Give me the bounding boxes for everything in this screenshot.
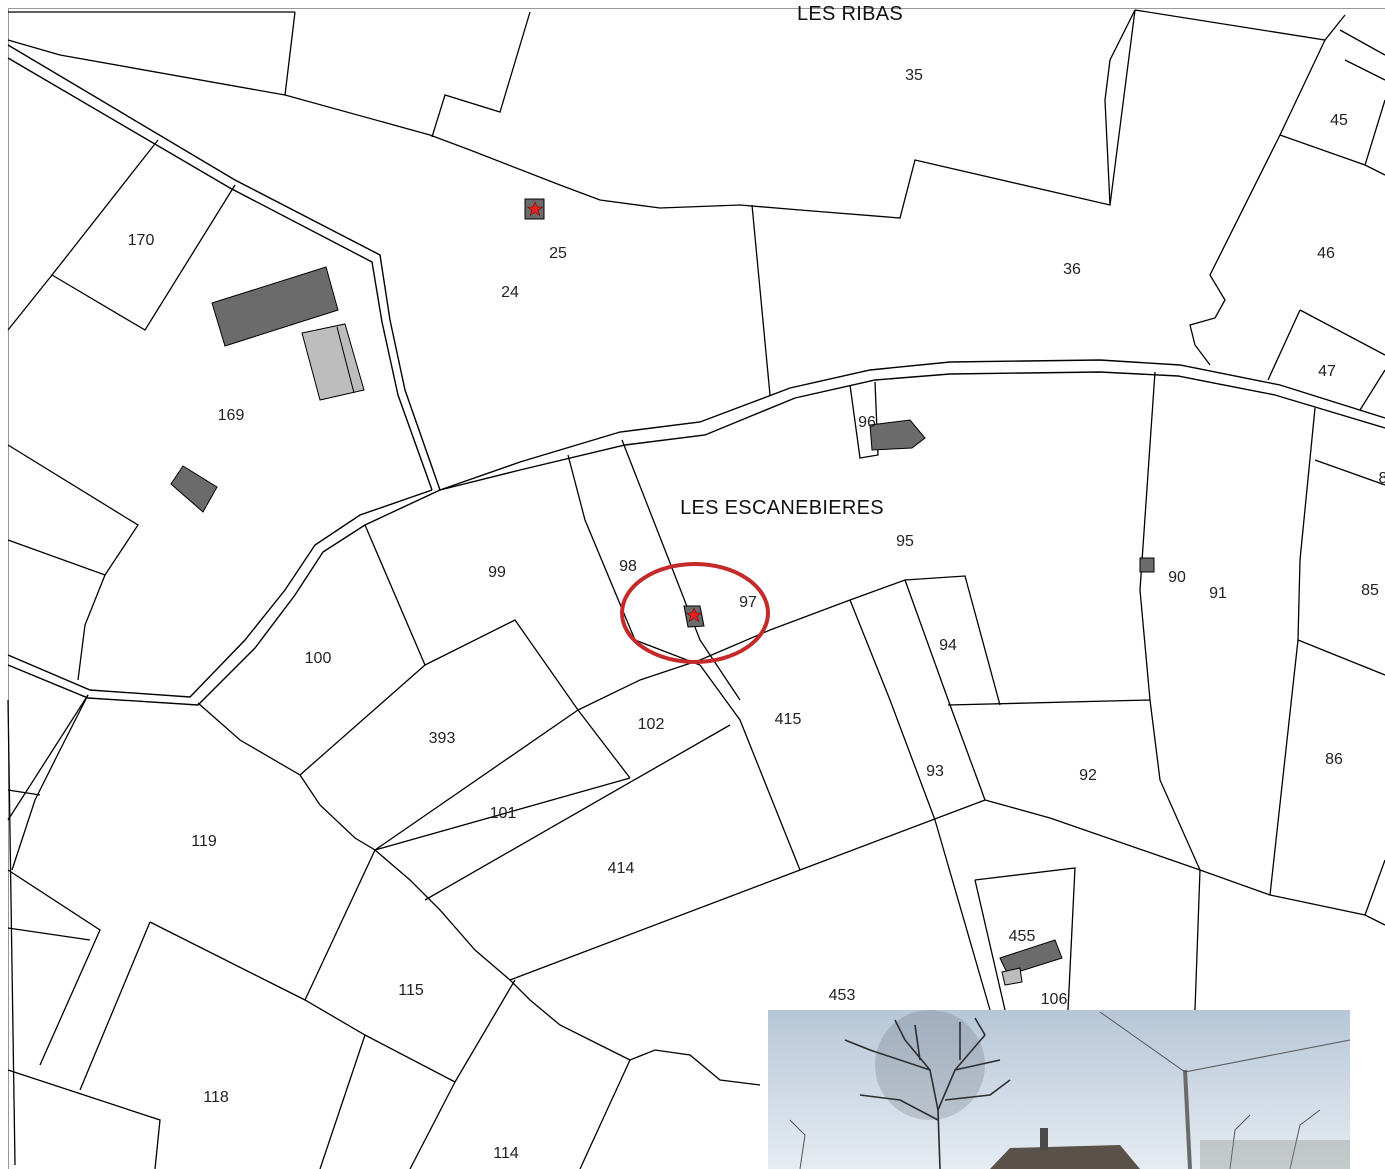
roads <box>7 44 1385 706</box>
parcel-number: 95 <box>896 533 914 550</box>
locality-name: LES ESCANEBIERES <box>680 497 884 519</box>
buildings <box>170 198 1155 986</box>
inset-photo <box>768 1010 1351 1169</box>
parcel-number: 46 <box>1317 245 1335 262</box>
parcel-number: 101 <box>490 805 517 822</box>
parcel-number: 45 <box>1330 112 1348 129</box>
building <box>170 465 218 513</box>
parcel-number: 92 <box>1079 767 1097 784</box>
parcel-boundaries <box>7 9 1385 1169</box>
parcel-number: 86 <box>1325 751 1343 768</box>
locality-labels: LES RIBAS LES ESCANEBIERES <box>680 3 903 519</box>
parcel-number: 47 <box>1318 363 1336 380</box>
parcel-number: 8 <box>1379 470 1385 487</box>
parcel-number: 100 <box>305 650 332 667</box>
star-icon[interactable] <box>526 201 544 217</box>
building <box>1139 557 1155 573</box>
parcel-number: 170 <box>128 232 155 249</box>
parcel-number: 24 <box>501 284 519 301</box>
parcel-number: 102 <box>638 716 665 733</box>
building <box>301 323 365 401</box>
star-icon[interactable] <box>685 607 703 623</box>
building <box>211 266 339 347</box>
markers[interactable] <box>526 201 703 623</box>
parcel-number: 119 <box>191 833 217 850</box>
parcel-number: 114 <box>493 1145 519 1162</box>
parcel-number: 36 <box>1063 261 1081 278</box>
parcel-number: 453 <box>829 987 856 1004</box>
parcel-number: 99 <box>488 564 506 581</box>
parcel-number: 96 <box>858 414 876 431</box>
parcel-number: 169 <box>218 407 245 424</box>
parcel-number: 94 <box>939 637 957 654</box>
parcel-number: 91 <box>1209 585 1227 602</box>
parcel-number: 97 <box>739 594 757 611</box>
parcel-number: 115 <box>398 982 424 999</box>
building <box>999 939 1063 976</box>
parcel-number: 106 <box>1041 991 1068 1008</box>
building <box>869 419 926 451</box>
map-frame <box>8 8 1385 1169</box>
parcel-number: 414 <box>608 860 635 877</box>
parcel-number: 90 <box>1168 569 1186 586</box>
parcel-number: 93 <box>926 763 944 780</box>
parcel-number: 98 <box>619 558 637 575</box>
building <box>1001 967 1023 986</box>
parcel-number: 415 <box>775 711 802 728</box>
parcel-labels: 35 45 46 36 47 170 25 24 169 96 8 95 90 … <box>128 67 1385 1162</box>
parcel-number: 393 <box>429 730 456 747</box>
parcel-number: 85 <box>1361 582 1379 599</box>
highlight-circle <box>620 562 770 664</box>
parcel-number: 118 <box>203 1089 229 1106</box>
locality-name: LES RIBAS <box>797 3 903 25</box>
parcel-number: 25 <box>549 245 567 262</box>
parcel-number: 455 <box>1009 928 1036 945</box>
parcel-number: 35 <box>905 67 923 84</box>
